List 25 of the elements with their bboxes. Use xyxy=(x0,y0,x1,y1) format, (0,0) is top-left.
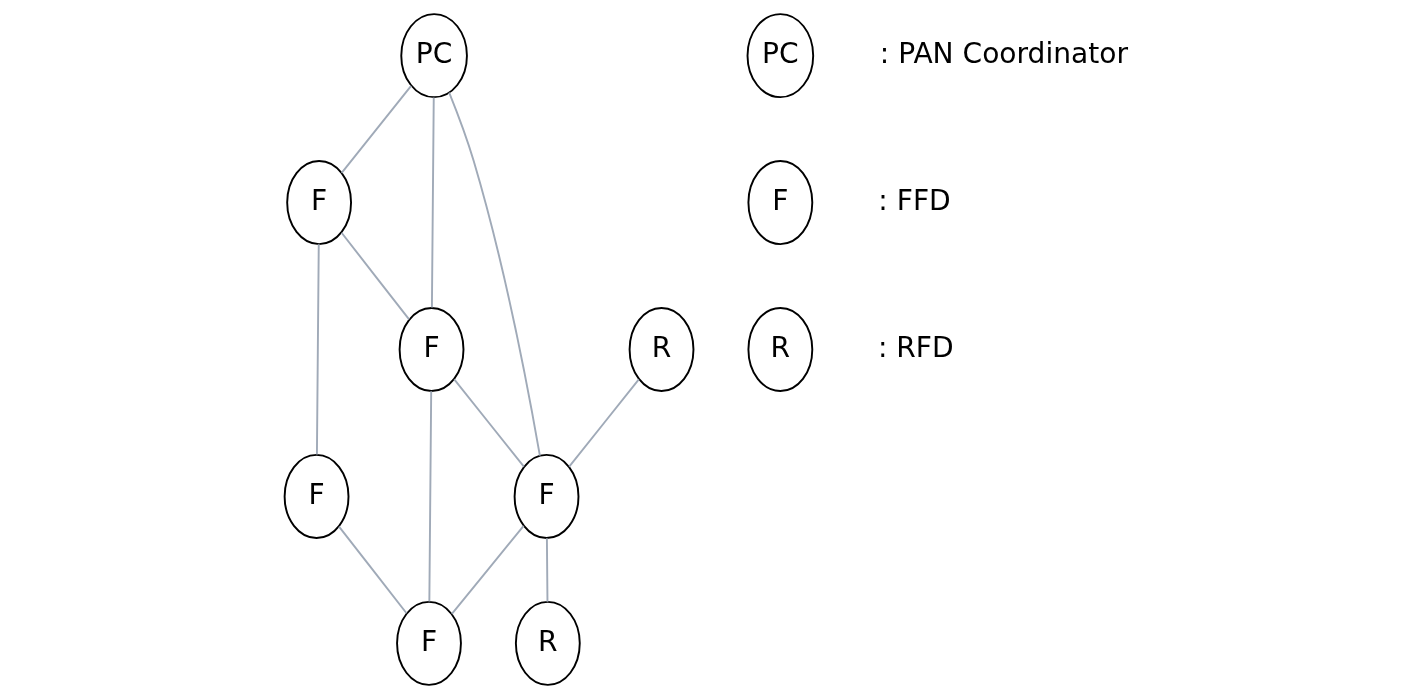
node-ellipse: PC xyxy=(746,12,814,98)
node-ellipse: F xyxy=(398,306,464,392)
node-ellipse: F xyxy=(283,453,349,539)
node-ellipse: F xyxy=(285,159,352,245)
node-ellipse: F xyxy=(746,159,813,245)
connector xyxy=(450,524,525,615)
node-label: : RFD xyxy=(877,330,954,364)
connector xyxy=(545,536,548,603)
node-ellipse: R xyxy=(514,600,581,686)
connector xyxy=(430,95,435,309)
connector xyxy=(340,231,410,320)
node-ellipse: R xyxy=(628,306,694,392)
node-ellipse: R xyxy=(746,306,813,392)
node-ellipse: PC xyxy=(399,12,468,98)
connector xyxy=(567,377,640,468)
connector xyxy=(337,525,407,614)
connector xyxy=(315,242,320,455)
connector xyxy=(452,377,525,468)
node-ellipse: F xyxy=(513,453,579,539)
connector xyxy=(427,389,432,602)
node-ellipse: F xyxy=(395,600,462,686)
node-label: : PAN Coordinator xyxy=(879,36,1128,70)
connector xyxy=(447,91,541,457)
node-label: : FFD xyxy=(877,183,951,217)
connector xyxy=(340,84,412,174)
